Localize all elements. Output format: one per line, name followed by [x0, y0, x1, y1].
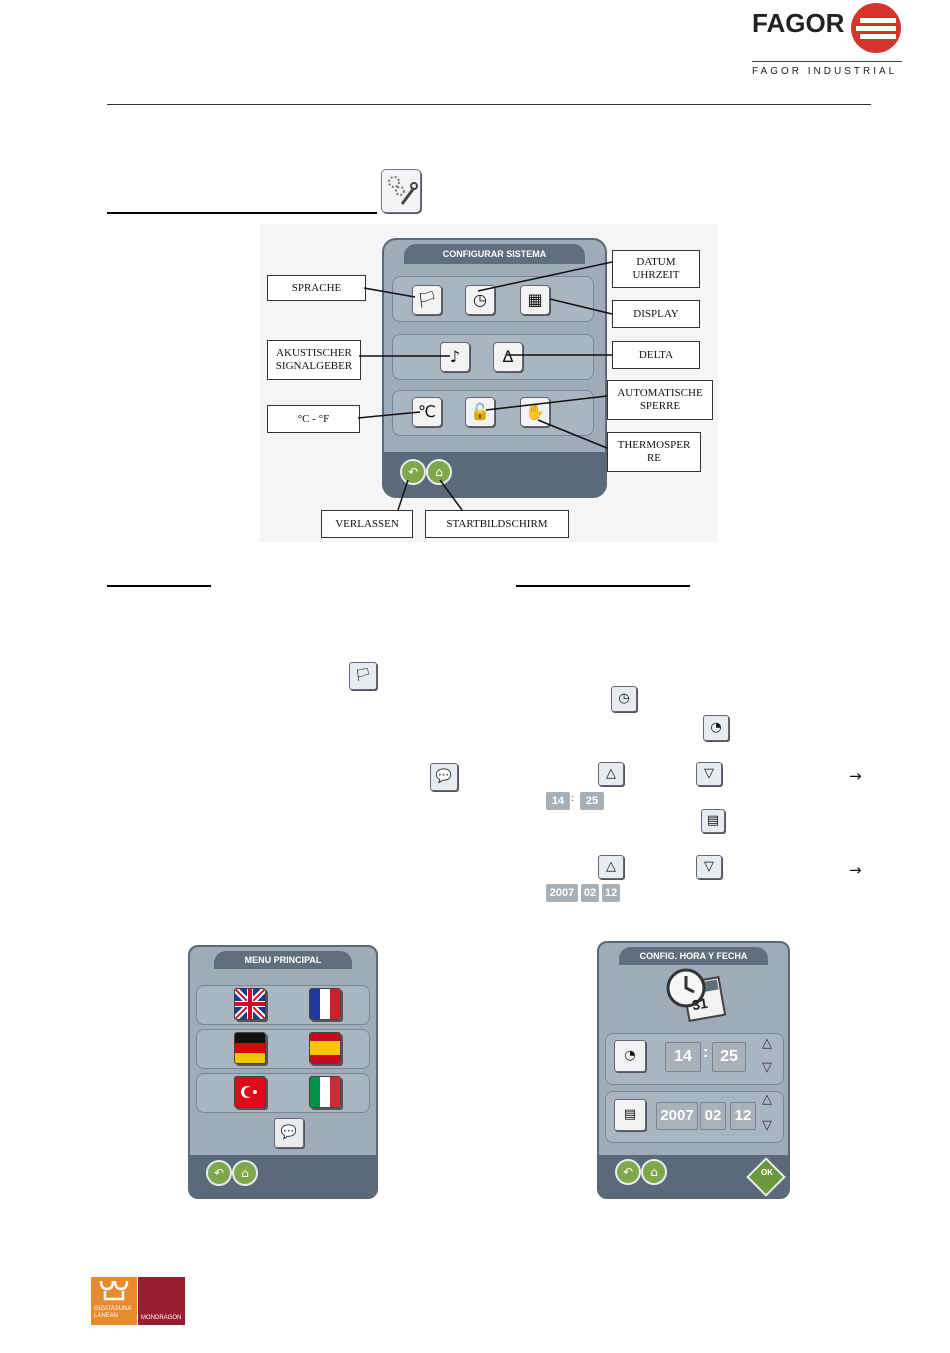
lock-icon[interactable]: 🔓 [465, 397, 495, 427]
back-button[interactable]: ↶ [400, 459, 426, 485]
right-heading-underline [516, 585, 690, 587]
month-field[interactable]: 02 [700, 1102, 726, 1130]
time-up-icon[interactable]: △ [762, 1036, 772, 1051]
label-display: DISPLAY [612, 300, 700, 328]
label-datum: DATUM UHRZEIT [612, 250, 700, 288]
minutes-field[interactable]: 25 [712, 1042, 746, 1072]
header-rule [107, 104, 871, 105]
speech-balloon-button[interactable]: 💬 [274, 1118, 304, 1148]
year-field[interactable]: 2007 [656, 1102, 698, 1130]
menu-row-2 [196, 1029, 370, 1069]
hours-field[interactable]: 14 [665, 1042, 701, 1072]
menu-row-3 [196, 1073, 370, 1113]
section-heading-underline [107, 212, 377, 214]
config-hora-title: CONFIG. HORA Y FECHA [619, 947, 768, 965]
menu-home-button[interactable]: ⌂ [232, 1160, 258, 1186]
hora-home-button[interactable]: ⌂ [641, 1159, 667, 1185]
clock-inline-icon: ◔ [703, 715, 729, 741]
people-icon [99, 1280, 129, 1301]
time-colon: : [703, 1044, 709, 1061]
time-separator: : [571, 792, 575, 804]
menu-row-1 [196, 985, 370, 1025]
clock-calendar-inline-icon: ◷ [611, 686, 637, 712]
language-inline-icon: 🏳 [349, 662, 377, 690]
date-year: 2007 [546, 884, 578, 902]
time-minutes: 25 [580, 792, 604, 810]
calendar-inline-icon: ▤ [701, 809, 725, 833]
date-month: 02 [581, 884, 599, 902]
turkey-flag[interactable] [234, 1076, 266, 1108]
ok-label: OK [761, 1168, 773, 1177]
menu-principal-title: MENU PRINCIPAL [214, 951, 352, 969]
horn-icon[interactable]: ♪ [440, 342, 470, 372]
brand-divider [752, 61, 902, 62]
calendar-button-icon[interactable]: ▤ [614, 1099, 646, 1131]
minus-inline-icon: ▽ [696, 762, 722, 786]
label-akustisch: AKUSTISCHER SIGNALGEBER [267, 340, 361, 380]
panel-title: CONFIGURAR SISTEMA [404, 244, 585, 264]
display-icon[interactable]: ▦ [520, 285, 550, 315]
day-field[interactable]: 12 [730, 1102, 756, 1130]
fagor-logo-icon [851, 3, 901, 53]
settings-icon [381, 169, 421, 213]
clock-calendar-icon[interactable]: ◷ [465, 285, 495, 315]
plus-inline-icon: △ [598, 762, 624, 786]
label-sprache: SPRACHE [267, 275, 366, 301]
time-down-icon[interactable]: ▽ [762, 1060, 772, 1075]
thermometer-icon[interactable]: ℃ [412, 397, 442, 427]
arrow-right-icon: → [849, 767, 862, 785]
arrow-right-icon-2: → [849, 861, 862, 879]
menu-principal-panel: MENU PRINCIPAL [188, 945, 378, 1199]
label-sperre: AUTOMATISCHE SPERRE [607, 380, 713, 420]
home-button[interactable]: ⌂ [426, 459, 452, 485]
label-thermosperre: THERMOSPER RE [607, 432, 701, 472]
spain-flag[interactable] [309, 1032, 341, 1064]
calendar-day-number: 31 [690, 994, 709, 1014]
label-verlassen: VERLASSEN [321, 510, 413, 538]
clock-button-icon[interactable]: ◔ [614, 1040, 646, 1072]
mondragon-logo-right: MONDRAGON [138, 1277, 185, 1325]
speech-balloon-icon: 💬 [430, 763, 458, 791]
delta-icon[interactable]: Δ [493, 342, 523, 372]
brand-name: FAGOR [752, 8, 845, 38]
germany-flag[interactable] [234, 1032, 266, 1064]
date-down-icon[interactable]: ▽ [762, 1118, 772, 1133]
minus-inline-icon-2: ▽ [696, 855, 722, 879]
date-up-icon[interactable]: △ [762, 1092, 772, 1107]
label-startbild: STARTBILDSCHIRM [425, 510, 569, 538]
language-icon[interactable]: 🏳 [412, 285, 442, 315]
mondragon-logo-left: GIZATASUNA LANEAN [91, 1277, 137, 1325]
time-hours: 14 [546, 792, 570, 810]
italy-flag[interactable] [309, 1076, 341, 1108]
clock-calendar-large-icon [666, 968, 727, 1022]
plus-inline-icon-2: △ [598, 855, 624, 879]
left-heading-underline [107, 585, 211, 587]
label-delta: DELTA [612, 341, 700, 369]
brand-subtitle: FAGOR INDUSTRIAL [752, 66, 898, 77]
hand-thermo-icon[interactable]: ✋ [520, 397, 550, 427]
mondragon-name: MONDRAGON [141, 1315, 182, 1321]
label-celsius: °C - °F [267, 405, 360, 433]
uk-flag[interactable] [234, 988, 266, 1020]
date-day: 12 [602, 884, 620, 902]
mondragon-slogan: GIZATASUNA LANEAN [94, 1306, 132, 1320]
hora-back-button[interactable]: ↶ [615, 1159, 641, 1185]
menu-back-button[interactable]: ↶ [206, 1160, 232, 1186]
france-flag[interactable] [309, 988, 341, 1020]
